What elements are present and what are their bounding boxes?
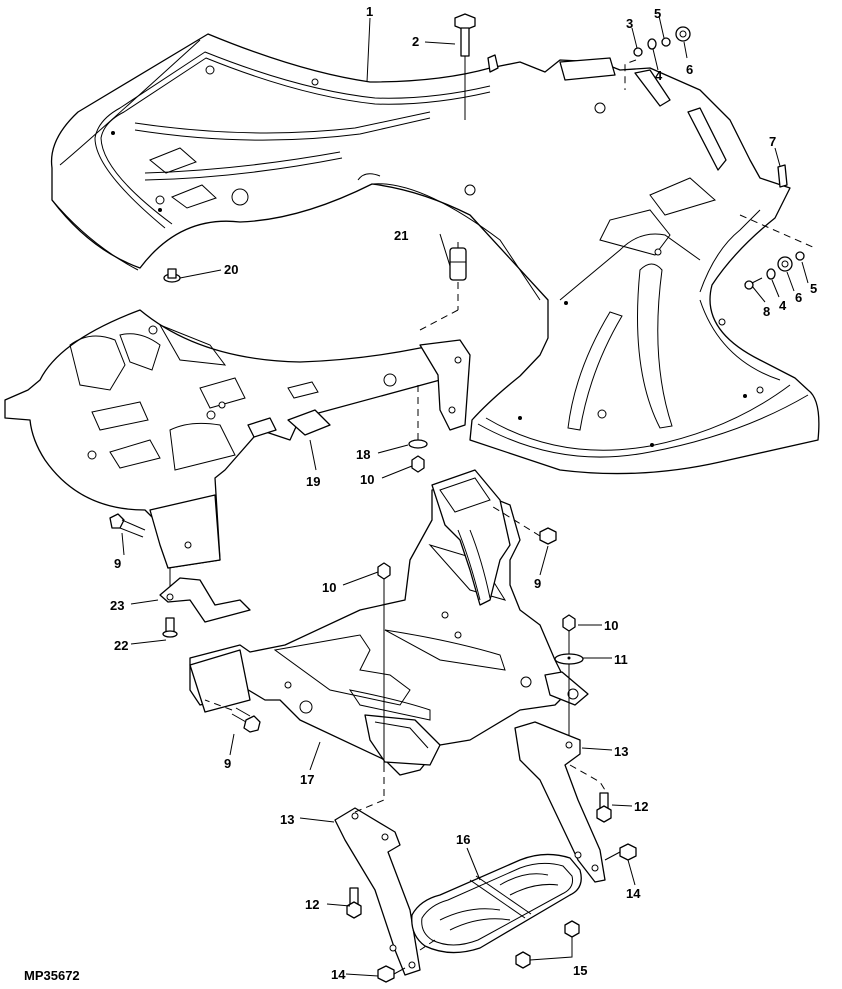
part-10-nut-b [377,562,391,800]
callout-17: 17 [300,772,314,787]
part-20-push-pin [163,268,181,283]
callout-9-lower: 9 [224,756,231,771]
callout-13-left: 13 [280,812,294,827]
callout-22: 22 [114,638,128,653]
callout-1: 1 [366,4,373,19]
part-9-bolt-lower [204,699,261,733]
callout-6-top: 6 [686,62,693,77]
part-4-washer-top [647,38,657,50]
callout-23: 23 [110,598,124,613]
part-15-nuts [515,920,580,969]
callout-11: 11 [614,652,628,667]
part-9-bolt-left [109,513,146,538]
part-9-bolt-upper [489,504,557,545]
part-1-floor-panel [50,33,820,475]
callout-6-right: 6 [795,290,802,305]
callout-8: 8 [763,304,770,319]
part-13-bracket-right [514,721,606,883]
callout-9-upper: 9 [534,576,541,591]
callout-20: 20 [224,262,238,277]
callout-12-left: 12 [305,897,319,912]
callout-12-right: 12 [634,799,648,814]
part-14-bolt-left [377,965,406,983]
part-10-nut-a [411,455,425,473]
part-17-deck-plate [189,469,589,776]
part-23-bracket [159,568,251,623]
callout-19: 19 [306,474,320,489]
part-18-washer [408,439,428,449]
part-22-bolt [162,617,178,638]
callout-14-left: 14 [331,967,346,982]
callout-10-a: 10 [360,472,374,487]
part-6-bearing-top [675,26,691,42]
part-11-washer [554,653,584,742]
callout-13-right: 13 [614,744,628,759]
part-12-bolt-left [346,887,362,919]
part-12-bolt-right [596,792,612,823]
part-10-nut-c [562,614,576,656]
callout-5-top: 5 [654,6,661,21]
callout-2: 2 [412,34,419,49]
part-3-nut [624,47,643,90]
part-7-clip [777,164,788,188]
callout-5-right: 5 [810,281,817,296]
callout-21: 21 [394,228,408,243]
callout-4-right: 4 [779,298,787,313]
part-19-mount-plate [4,309,471,569]
part-6-bearing-right [777,256,793,272]
callout-10-b: 10 [322,580,336,595]
callout-14-right: 14 [626,886,641,901]
leader-lines [121,15,809,977]
figure-id: MP35672 [24,968,80,983]
part-14-bolt-right [604,843,637,861]
callout-10-c: 10 [604,618,618,633]
callout-7: 7 [769,134,776,149]
callout-15: 15 [573,963,587,978]
callout-labels: 1 2 3 4 5 6 7 8 4 6 5 20 21 18 10 19 9 2… [110,4,817,982]
part-21-grommet [419,242,467,331]
part-4-washer-right [766,268,776,280]
callout-18: 18 [356,447,370,462]
part-16-step [411,853,582,954]
callout-9-left: 9 [114,556,121,571]
part-5-bushing-top [661,37,671,47]
part-2-bolt [454,13,476,120]
part-13-bracket-left [334,799,421,976]
part-5-bushing-right [795,251,805,261]
callout-16: 16 [456,832,470,847]
callout-4-top: 4 [655,68,663,83]
part-8-bolt [744,277,763,290]
callout-3: 3 [626,16,633,31]
